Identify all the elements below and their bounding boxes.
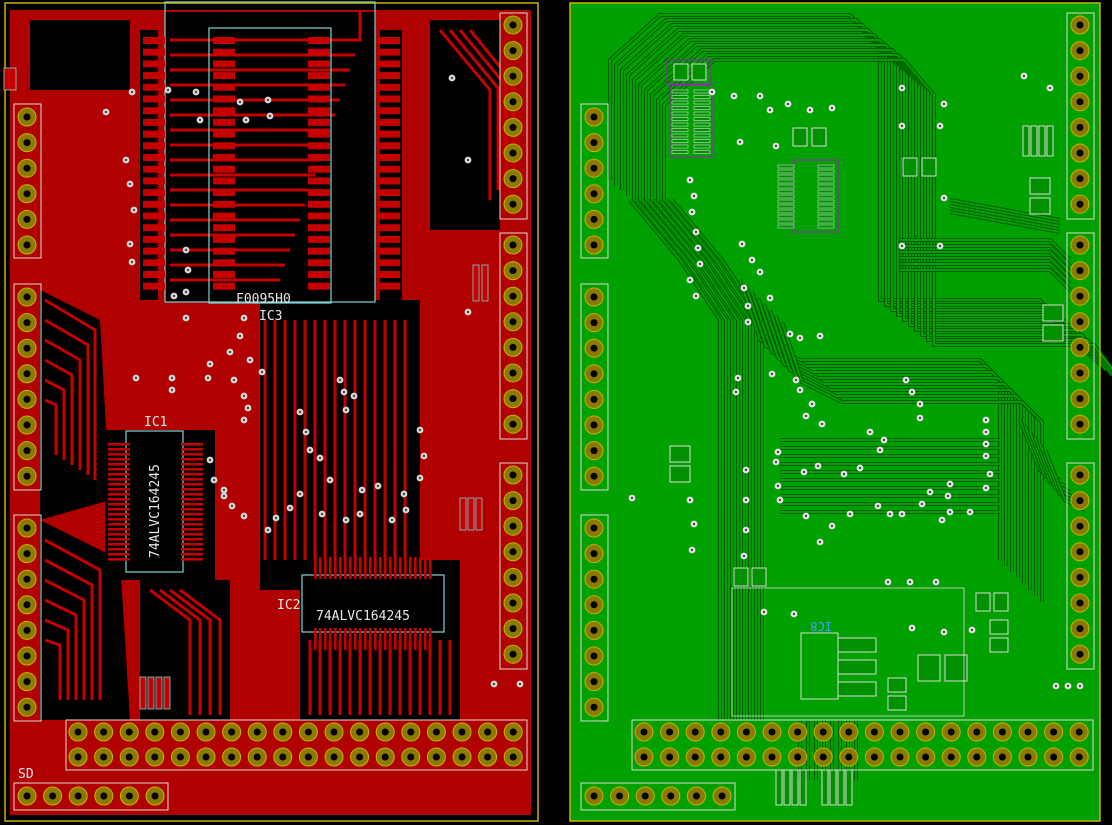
sd-label: SD (18, 767, 34, 782)
bottom-vias (628, 72, 1084, 690)
ic1-footprint (108, 430, 203, 573)
top-sd-header (13, 782, 169, 811)
top-small-parts (3, 67, 489, 710)
bottom-right-header-2 (1066, 232, 1095, 440)
bottom-sd-header (580, 782, 736, 811)
top-traces (44, 12, 516, 715)
top-left-header-1 (13, 103, 42, 259)
ic2-part-label: 74ALVC164245 (316, 609, 410, 624)
bottom-right-header-1 (1066, 12, 1095, 220)
bottom-bottom-header (631, 719, 1094, 771)
bottom-ic-pads (671, 89, 835, 229)
top-left-header-3 (13, 514, 42, 722)
ic3-part-label: F0095H0 (236, 292, 291, 307)
bottom-copper-pour (570, 3, 1100, 821)
bottom-layer-view: IC8 (568, 0, 1112, 825)
bottom-board-outline (569, 2, 1101, 822)
bottom-left-header-2 (580, 283, 609, 491)
ic1-ref-label: IC1 (144, 415, 167, 430)
bottom-left-header-3 (580, 514, 609, 722)
ic3-footprint (143, 1, 400, 304)
top-bottom-header (65, 719, 528, 771)
bottom-right-header-3 (1066, 462, 1095, 670)
ic2-ref-label: IC2 (277, 598, 300, 613)
ic3-ref-label: IC3 (259, 309, 282, 324)
bottom-left-header-1 (580, 103, 609, 259)
top-left-header-2 (13, 283, 42, 491)
top-right-header-3 (499, 462, 528, 670)
top-layer-view: F0095H0 IC3 IC1 74ALVC164245 IC2 74ALVC1… (0, 0, 541, 825)
top-vias (102, 74, 524, 688)
top-right-header-2 (499, 232, 528, 440)
top-right-header-1 (499, 12, 528, 220)
top-board-outline (4, 2, 539, 822)
ic1-part-label: 74ALVC164245 (148, 464, 163, 558)
ic2-footprint (301, 557, 445, 650)
bottom-mirrored-ref: IC8 (810, 619, 832, 633)
view-divider (541, 0, 568, 825)
